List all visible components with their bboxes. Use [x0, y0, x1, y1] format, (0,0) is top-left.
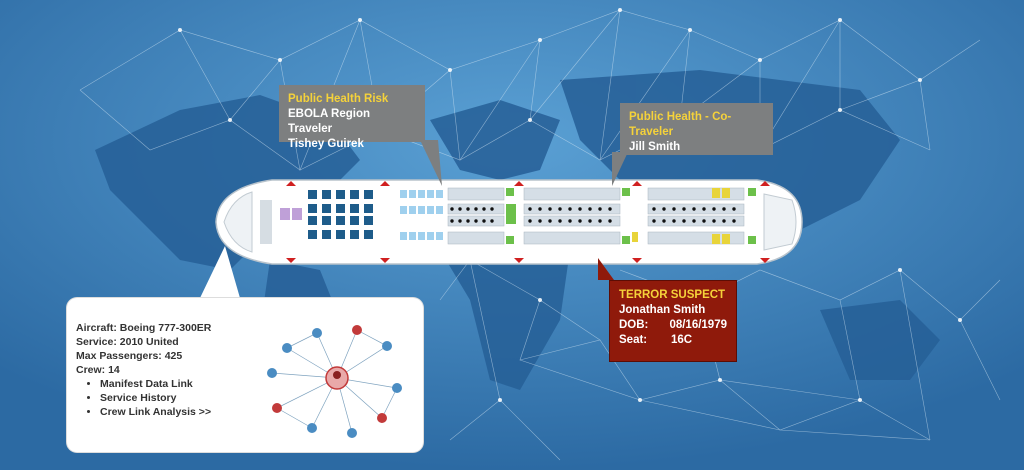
business-seats — [400, 190, 443, 240]
callout-header: TERROR SUSPECT — [619, 289, 726, 301]
galleys — [506, 188, 756, 244]
dob-label: DOB: — [619, 319, 649, 331]
service-info: Service: 2010 United — [76, 336, 179, 348]
occupied-seat-markers — [450, 207, 736, 223]
passenger-name: Jonathan Smith — [619, 304, 706, 316]
terror-suspect-callout[interactable]: TERROR SUSPECT Jonathan Smith DOB: 08/16… — [609, 280, 737, 362]
link-analysis-graph[interactable] — [257, 318, 417, 448]
crew-count: Crew: 14 — [76, 364, 120, 376]
crew-link-analysis-link[interactable]: Crew Link Analysis >> — [100, 405, 211, 419]
passenger-name: Tishey Guirek — [288, 138, 364, 150]
max-passengers: Max Passengers: 425 — [76, 350, 183, 362]
ebola-callout[interactable]: Public Health Risk EBOLA Region Traveler… — [279, 85, 425, 150]
passenger-name: Jill Smith — [629, 141, 681, 153]
seat-value: 16C — [671, 334, 693, 346]
seat-label: Seat: — [619, 334, 648, 346]
aircraft-type: Aircraft: Boeing 777-300ER — [76, 322, 212, 334]
seat-row: Seat: 16C — [619, 333, 727, 348]
info-links: Manifest Data Link Service History Crew … — [76, 377, 211, 419]
graph-nodes — [267, 325, 402, 438]
callout-line: EBOLA Region Traveler — [288, 108, 370, 135]
co-traveler-callout[interactable]: Public Health - Co-Traveler Jill Smith — [620, 103, 773, 155]
exit-markers — [286, 181, 770, 263]
aircraft-info-panel: Aircraft: Boeing 777-300ER Service: 2010… — [67, 298, 423, 452]
dob-row: DOB: 08/16/1979 — [619, 318, 727, 333]
yellow-seats — [632, 188, 730, 244]
callout-header: Public Health Risk — [288, 93, 389, 105]
seat-map — [215, 179, 803, 265]
callout-header: Public Health - Co-Traveler — [629, 111, 732, 138]
service-history-link[interactable]: Service History — [100, 391, 211, 405]
aircraft-details: Aircraft: Boeing 777-300ER Service: 2010… — [76, 321, 211, 419]
manifest-data-link[interactable]: Manifest Data Link — [100, 377, 211, 391]
first-class-seats — [308, 190, 373, 239]
dob-value: 08/16/1979 — [669, 319, 727, 331]
